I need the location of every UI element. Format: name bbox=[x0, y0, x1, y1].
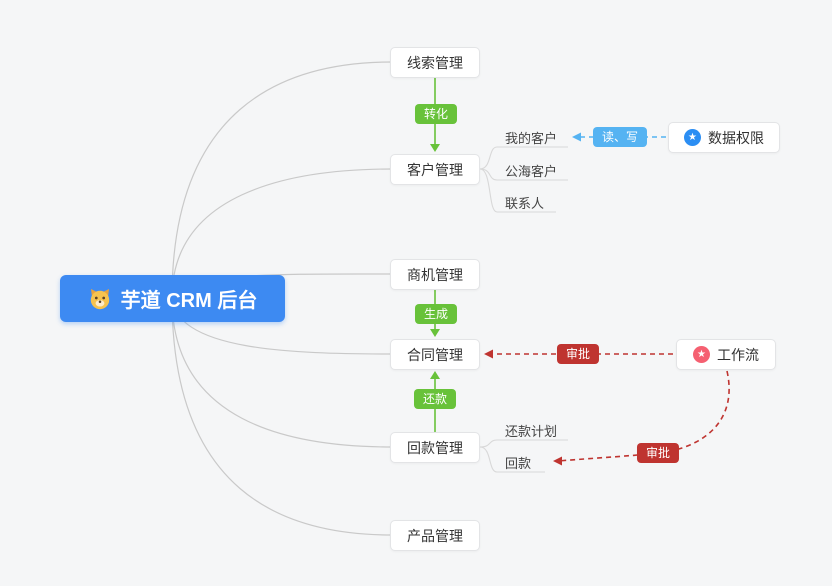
badge-transform: 转化 bbox=[414, 104, 458, 124]
customer-sub-brackets bbox=[479, 146, 568, 213]
arrowhead-contract-approve bbox=[484, 349, 493, 359]
node-business-management[interactable]: 商机管理 bbox=[390, 259, 480, 290]
node-permission-label: 数据权限 bbox=[708, 129, 764, 146]
node-receivable-management[interactable]: 回款管理 bbox=[390, 432, 480, 463]
node-data-permission[interactable]: ★ 数据权限 bbox=[668, 122, 780, 153]
node-product-management[interactable]: 产品管理 bbox=[390, 520, 480, 551]
arrowhead-receipt-approve bbox=[553, 456, 562, 466]
branch-receivable bbox=[171, 297, 393, 448]
node-workflow-label: 工作流 bbox=[717, 346, 759, 363]
node-customer-management[interactable]: 客户管理 bbox=[390, 154, 480, 185]
branch-clue bbox=[171, 61, 393, 299]
arrowhead-contract bbox=[430, 329, 440, 337]
dog-face-icon bbox=[88, 287, 112, 311]
node-contract-management[interactable]: 合同管理 bbox=[390, 339, 480, 370]
sub-item-my-customer[interactable]: 我的客户 bbox=[505, 131, 558, 146]
sub-item-repayment-plan[interactable]: 还款计划 bbox=[505, 424, 558, 439]
node-receivable-label: 回款管理 bbox=[407, 439, 463, 456]
root-node-crm-admin[interactable]: 芋道 CRM 后台 bbox=[60, 275, 285, 322]
sub-item-receipt[interactable]: 回款 bbox=[505, 456, 532, 471]
arrowhead-mycustomer bbox=[572, 132, 581, 142]
root-node-label: 芋道 CRM 后台 bbox=[120, 290, 258, 312]
arrowhead-contract-up bbox=[430, 371, 440, 379]
node-contract-label: 合同管理 bbox=[407, 346, 463, 363]
green-arrowheads bbox=[430, 144, 440, 379]
receivable-sub-brackets bbox=[479, 439, 568, 473]
branch-product bbox=[171, 297, 393, 536]
arrowhead-customer bbox=[430, 144, 440, 152]
node-workflow[interactable]: ★ 工作流 bbox=[676, 339, 776, 370]
badge-read-write: 读、写 bbox=[592, 127, 648, 147]
node-customer-label: 客户管理 bbox=[407, 161, 463, 178]
workflow-star-icon: ★ bbox=[693, 346, 710, 363]
badge-generate: 生成 bbox=[414, 304, 458, 324]
badge-repay: 还款 bbox=[413, 389, 457, 409]
data-permission-star-icon: ★ bbox=[684, 129, 701, 146]
branch-customer bbox=[171, 168, 393, 299]
sub-item-public-sea-customer[interactable]: 公海客户 bbox=[505, 164, 558, 179]
badge-approve-receivable: 审批 bbox=[636, 443, 680, 463]
node-clue-label: 线索管理 bbox=[407, 54, 463, 71]
node-clue-management[interactable]: 线索管理 bbox=[390, 47, 480, 78]
sub-item-contact-person[interactable]: 联系人 bbox=[505, 196, 545, 211]
badge-approve-contract: 审批 bbox=[556, 344, 600, 364]
node-product-label: 产品管理 bbox=[407, 527, 463, 544]
node-business-label: 商机管理 bbox=[407, 266, 463, 283]
